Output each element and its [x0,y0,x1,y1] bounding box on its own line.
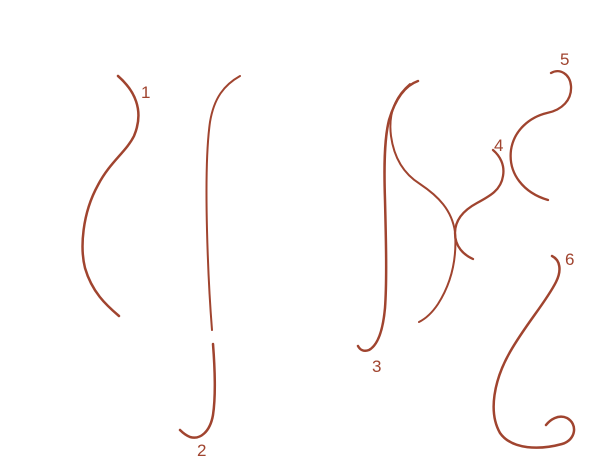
curve-6: 6 [492,250,576,449]
curve-2: 2 [178,75,241,460]
curve-5: 5 [509,50,573,202]
curve-5-stroke [509,70,573,202]
curve-4-label: 4 [494,136,503,155]
curve-4: 4 [453,136,505,261]
curve-4-stroke [453,148,505,261]
curve-6-label: 6 [565,250,574,269]
curve-5-label: 5 [560,50,569,69]
curve-1-label: 1 [141,83,150,102]
curve-1-stroke [81,74,140,318]
curve-3-label: 3 [372,357,381,376]
curve-2-label: 2 [197,441,206,460]
curve-6-stroke [492,254,576,449]
curve-3: 3 [356,79,457,376]
curve-2-stroke-lower [178,342,217,439]
curve-2-stroke-upper [205,75,241,331]
curve-3-overlap-stroke [389,83,457,323]
curve-1: 1 [81,74,150,318]
curve-3-stroke [356,79,420,353]
